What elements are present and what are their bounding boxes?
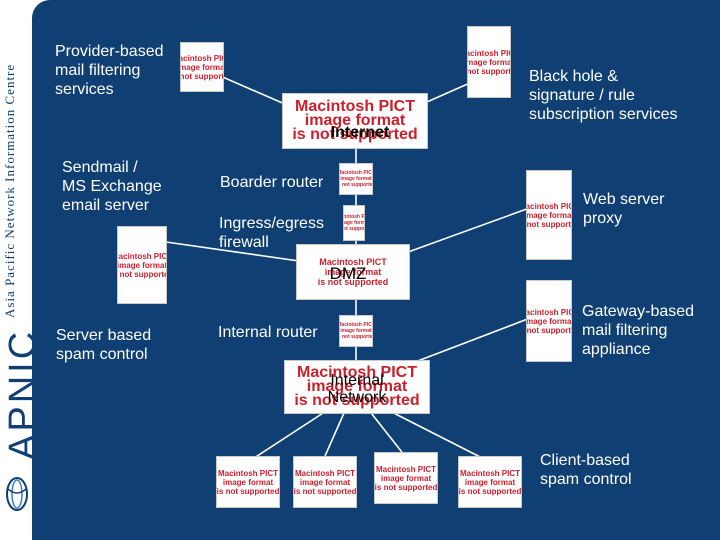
label-blackhole: Black hole & signature / rule subscripti…: [529, 68, 678, 123]
label-server-spam: Server based spam control: [56, 327, 152, 363]
label-border-router: Boarder router: [220, 174, 324, 191]
label-client-spam: Client-based spam control: [540, 452, 632, 488]
apnic-logo-icon: [6, 477, 28, 511]
node-internet: Internet: [330, 124, 390, 141]
label-internal-router: Internal router: [218, 324, 318, 341]
label-sendmail: Sendmail / MS Exchange email server: [62, 159, 162, 214]
label-web-proxy: Web server proxy: [583, 191, 665, 227]
node-internal-network: Internal Network: [327, 372, 387, 406]
sidebar: Asia Pacific Network Information Centre …: [0, 0, 44, 540]
label-provider-filtering: Provider-based mail filtering services: [55, 43, 164, 98]
label-gateway: Gateway-based mail filtering appliance: [582, 303, 695, 358]
node-dmz: DMZ: [329, 264, 367, 283]
label-ingress-firewall: Ingress/egress firewall: [219, 215, 324, 251]
